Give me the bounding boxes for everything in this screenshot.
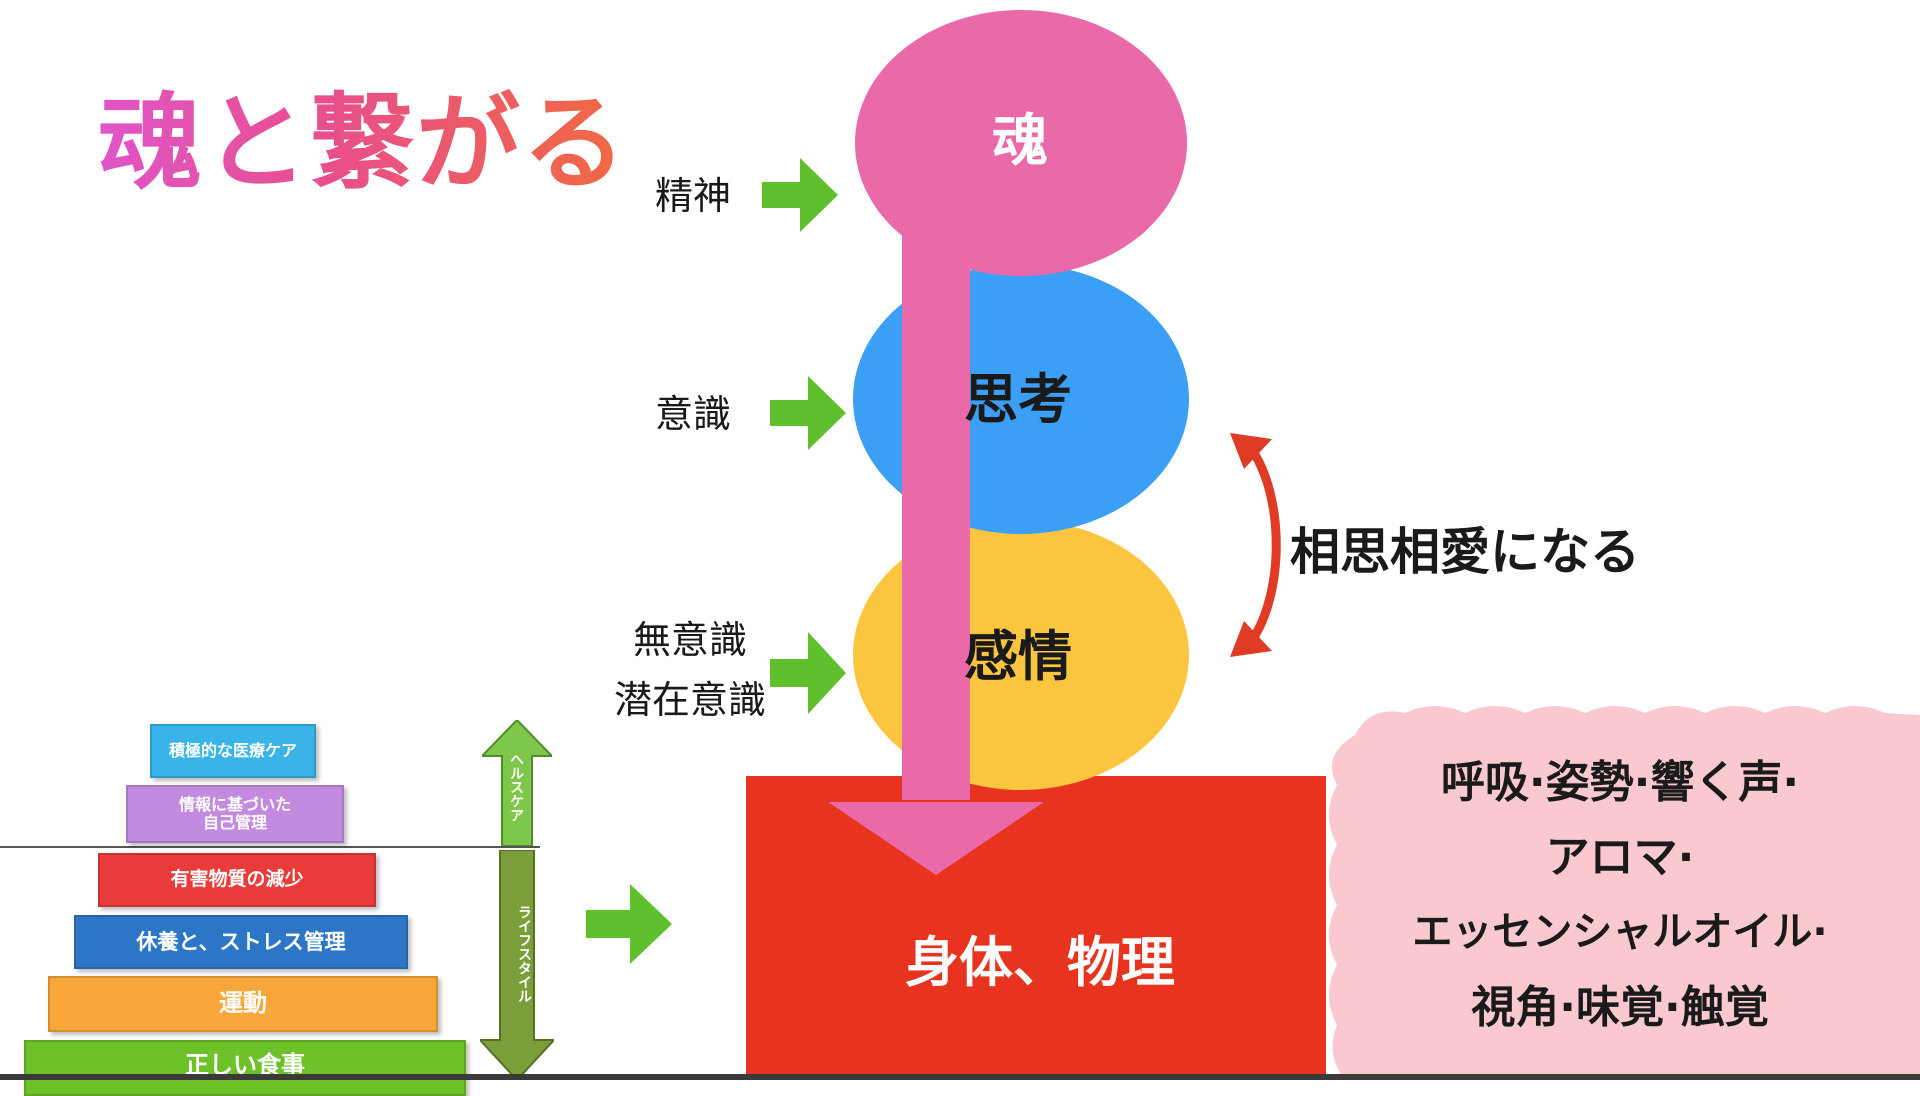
- pyramid-tier-toxin-reduction-label: 有害物質の減少: [170, 868, 304, 891]
- pyramid-tier-self-management: 情報に基づいた 自己管理: [126, 785, 344, 843]
- lifestyle-label: ライフスタイル: [516, 905, 532, 1003]
- pyramid-tier-rest-stress-label: 休養と、ストレス管理: [136, 929, 346, 954]
- senses-cloud: [1329, 706, 1920, 1080]
- body-block: [746, 776, 1326, 1080]
- senses-line2: アロマ·: [1545, 832, 1695, 883]
- conscious-arrow-icon: [770, 376, 846, 450]
- body-label: 身体、物理: [905, 931, 1175, 994]
- lifestyle-vertical-arrow-icon: [480, 850, 554, 1080]
- pyramid-tier-medical-care-label: 積極的な医療ケア: [168, 740, 297, 760]
- mutual-love-label: 相思相愛になる: [1290, 523, 1640, 581]
- unconscious-label: 無意識: [632, 618, 747, 662]
- bottom-strip: [0, 1074, 1920, 1080]
- healthcare-label: ヘルスケア: [508, 752, 524, 822]
- pyramid-tier-rest-stress: 休養と、ストレス管理: [74, 915, 408, 969]
- pyramid-divider: [0, 846, 540, 848]
- subconscious-label: 潜在意識: [613, 678, 766, 722]
- spirit-arrow-icon: [762, 158, 838, 232]
- emotion-label: 感情: [964, 625, 1072, 688]
- pyramid-tier-toxin-reduction: 有害物質の減少: [98, 853, 376, 907]
- senses-line3: エッセンシャルオイル·: [1412, 909, 1828, 955]
- senses-line4: 視角·味覚·触覚: [1471, 982, 1769, 1033]
- pyramid-tier-exercise: 運動: [48, 976, 438, 1032]
- mutual-love-arrow-icon: [1230, 433, 1281, 657]
- pyramid-tier-self-management-label-1: 情報に基づいた: [178, 794, 291, 814]
- pyramid-tier-self-management-label-2: 自己管理: [202, 813, 267, 832]
- spirit-label: 精神: [655, 174, 732, 218]
- thought-label: 思考: [964, 368, 1072, 431]
- healthcare-arrow-icon: [482, 720, 552, 846]
- senses-line1: 呼吸·姿勢·響く声·: [1440, 757, 1800, 808]
- pyramid-tier-exercise-label: 運動: [219, 989, 267, 1018]
- soul-label: 魂: [992, 109, 1048, 174]
- soul-to-body-arrow: [828, 180, 1044, 875]
- unconscious-arrow-icon: [770, 632, 846, 714]
- page-title: 魂と繋がる: [98, 58, 628, 209]
- pyramid-tier-medical-care: 積極的な医療ケア: [150, 724, 316, 778]
- pyramid-tier-diet: 正しい食事: [24, 1040, 466, 1096]
- senses-text: 呼吸·姿勢·響く声· アロマ· エッセンシャルオイル· 視角·味覚·触覚: [1350, 745, 1890, 1045]
- conscious-label: 意識: [655, 392, 732, 436]
- lifestyle-arrow-icon: [586, 884, 672, 964]
